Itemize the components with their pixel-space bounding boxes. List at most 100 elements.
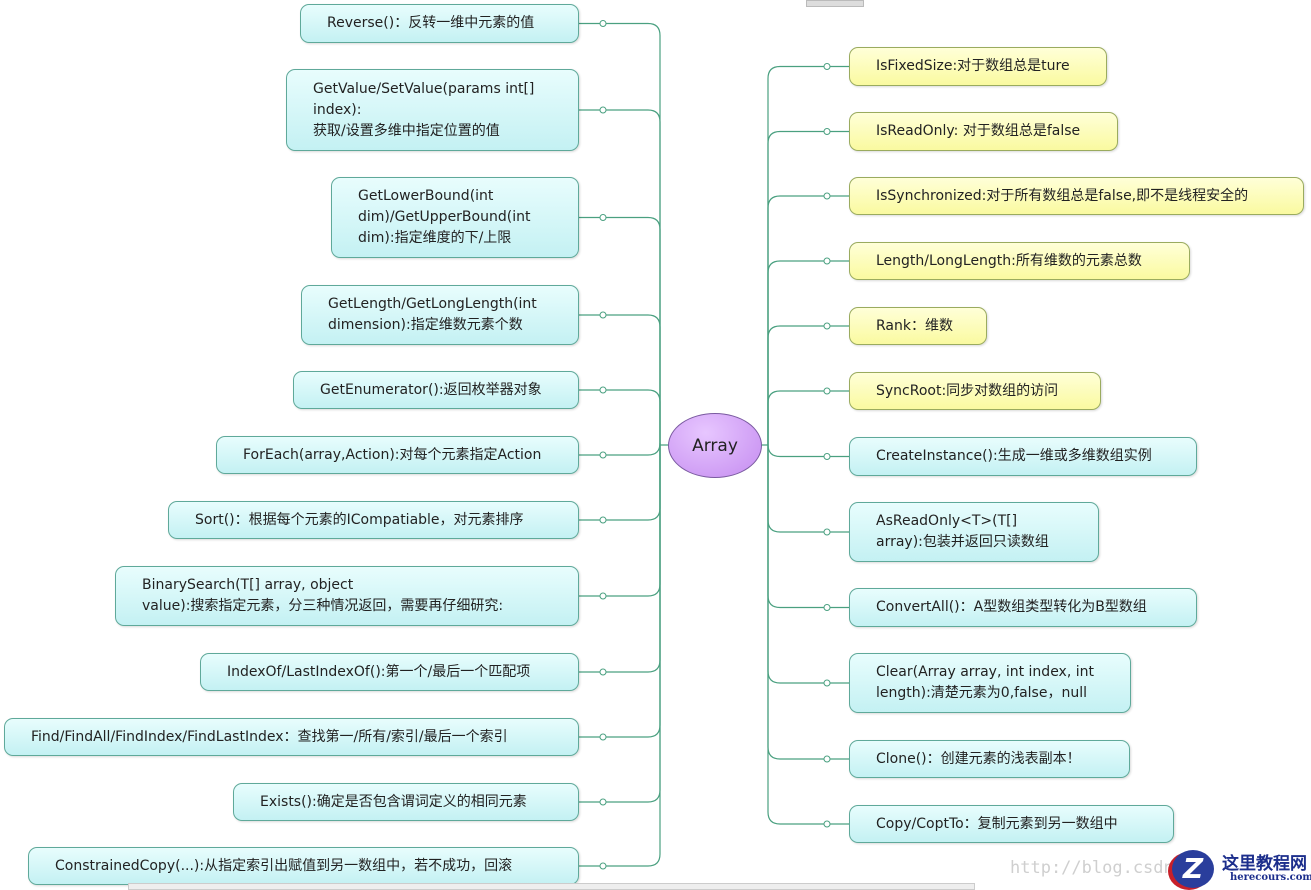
node-label: IndexOf/LastIndexOf():第一个/最后一个匹配项 [227, 663, 531, 680]
logo-badge-icon: Z [1172, 850, 1214, 888]
left-node[interactable]: GetValue/SetValue(params int[] index): 获… [286, 69, 579, 151]
left-node[interactable]: GetEnumerator():返回枚举器对象 [293, 371, 579, 409]
branch-line [767, 445, 849, 760]
branch-knob-icon [823, 453, 831, 460]
branch-line [767, 444, 849, 458]
right-node[interactable]: IsFixedSize:对于数组总是ture [849, 47, 1107, 86]
branch-knob-icon [599, 733, 607, 741]
right-node[interactable]: Rank：维数 [849, 307, 987, 345]
branch-line [767, 390, 849, 445]
node-label: IsSynchronized:对于所有数组总是false,即不是线程安全的 [876, 187, 1249, 204]
branch-line [579, 445, 661, 803]
right-node[interactable]: Clone()：创建元素的浅表副本！ [849, 740, 1130, 778]
branch-line [767, 260, 849, 445]
branch-line [579, 22, 661, 445]
node-label: Length/LongLength:所有维数的元素总数 [876, 252, 1142, 269]
node-label: IsReadOnly: 对于数组总是false [876, 123, 1081, 139]
node-label: GetValue/SetValue(params int[] index): 获… [313, 80, 535, 139]
branch-knob-icon [599, 592, 607, 600]
right-node[interactable]: IsReadOnly: 对于数组总是false [849, 112, 1118, 151]
branch-line [579, 216, 661, 445]
branch-line [767, 445, 849, 533]
horizontal-scrollbar[interactable] [128, 883, 975, 890]
branch-knob-icon [599, 386, 607, 394]
branch-knob-icon [823, 63, 831, 70]
branch-line [579, 314, 661, 445]
branch-knob-icon [823, 820, 831, 828]
left-node[interactable]: Reverse()：反转一维中元素的值 [300, 4, 579, 43]
central-topic[interactable]: Array [668, 413, 762, 478]
node-label: Sort()：根据每个元素的ICompatiable，对元素排序 [195, 511, 524, 528]
node-label: Clear(Array array, int index, int length… [876, 664, 1094, 701]
node-label: GetEnumerator():返回枚举器对象 [320, 381, 542, 398]
right-node[interactable]: Length/LongLength:所有维数的元素总数 [849, 242, 1190, 280]
branch-knob-icon [823, 257, 831, 265]
left-node[interactable]: GetLength/GetLongLength(int dimension):指… [301, 285, 579, 345]
node-label: Copy/CoptTo：复制元素到另一数组中 [876, 815, 1118, 832]
branch-line [579, 442, 661, 456]
branch-knob-icon [599, 214, 607, 221]
branch-line [579, 109, 661, 445]
node-label: Reverse()：反转一维中元素的值 [327, 15, 535, 31]
node-label: BinarySearch(T[] array, object value):搜索… [142, 577, 504, 614]
branch-knob-icon [823, 387, 831, 395]
branch-line [767, 445, 849, 609]
branch-line [767, 130, 849, 445]
branch-knob-icon [823, 128, 831, 135]
node-label: CreateInstance():生成一维或多维数组实例 [876, 448, 1152, 464]
branch-knob-icon [599, 311, 607, 319]
node-label: ConstrainedCopy(...):从指定索引出赋值到另一数组中，若不成功… [55, 857, 513, 874]
branch-knob-icon [599, 798, 607, 806]
right-node[interactable]: ConvertAll()：A型数组类型转化为B型数组 [849, 588, 1197, 627]
right-node[interactable]: Copy/CoptTo：复制元素到另一数组中 [849, 805, 1174, 843]
branch-knob-icon [599, 451, 607, 459]
right-node[interactable]: CreateInstance():生成一维或多维数组实例 [849, 437, 1197, 476]
branch-line [579, 445, 661, 521]
left-node[interactable]: IndexOf/LastIndexOf():第一个/最后一个匹配项 [200, 653, 579, 691]
right-node[interactable]: Clear(Array array, int index, int length… [849, 653, 1131, 713]
node-label: ForEach(array,Action):对每个元素指定Action [243, 446, 542, 463]
left-node[interactable]: ForEach(array,Action):对每个元素指定Action [216, 436, 579, 474]
left-node[interactable]: GetLowerBound(int dim)/GetUpperBound(int… [331, 177, 579, 258]
mini-toolbar[interactable] [806, 0, 864, 7]
branch-knob-icon [823, 322, 831, 330]
right-node[interactable]: SyncRoot:同步对数组的访问 [849, 372, 1101, 410]
branch-line [579, 389, 661, 445]
left-node[interactable]: Exists():确定是否包含谓词定义的相同元素 [233, 783, 579, 821]
branch-knob-icon [823, 679, 831, 687]
node-label: GetLength/GetLongLength(int dimension):指… [328, 296, 537, 333]
branch-line [767, 65, 849, 445]
node-label: Exists():确定是否包含谓词定义的相同元素 [260, 793, 527, 810]
right-node[interactable]: IsSynchronized:对于所有数组总是false,即不是线程安全的 [849, 177, 1304, 215]
branch-knob-icon [599, 516, 607, 524]
branch-line [579, 445, 661, 738]
branch-line [767, 445, 849, 684]
node-label: SyncRoot:同步对数组的访问 [876, 382, 1059, 399]
branch-line [579, 445, 661, 867]
node-label: GetLowerBound(int dim)/GetUpperBound(int… [358, 188, 531, 246]
central-topic-label: Array [692, 435, 738, 456]
node-label: Rank：维数 [876, 317, 953, 334]
node-label: IsFixedSize:对于数组总是ture [876, 58, 1070, 74]
right-node[interactable]: AsReadOnly<T>(T[] array):包装并返回只读数组 [849, 502, 1099, 562]
logo-cn-text: 这里教程网 [1222, 854, 1307, 874]
branch-knob-icon [823, 755, 831, 763]
branch-knob-icon [823, 528, 831, 536]
branch-line [767, 325, 849, 445]
branch-knob-icon [599, 106, 607, 114]
site-logo: Z 这里教程网 herecours.com [1166, 848, 1311, 890]
watermark-url: http://blog.csdn [1010, 858, 1174, 878]
branch-knob-icon [599, 20, 607, 27]
logo-en-text: herecours.com [1230, 872, 1311, 883]
branch-knob-icon [823, 192, 831, 200]
branch-knob-icon [823, 604, 831, 611]
branch-knob-icon [599, 668, 607, 676]
node-label: Clone()：创建元素的浅表副本！ [876, 750, 1081, 767]
branch-line [767, 445, 849, 825]
left-node[interactable]: Find/FindAll/FindIndex/FindLastIndex：查找第… [4, 718, 579, 756]
left-node[interactable]: BinarySearch(T[] array, object value):搜索… [115, 566, 579, 626]
branch-line [579, 445, 661, 673]
left-node[interactable]: Sort()：根据每个元素的ICompatiable，对元素排序 [168, 501, 579, 539]
left-node[interactable]: ConstrainedCopy(...):从指定索引出赋值到另一数组中，若不成功… [28, 847, 579, 885]
